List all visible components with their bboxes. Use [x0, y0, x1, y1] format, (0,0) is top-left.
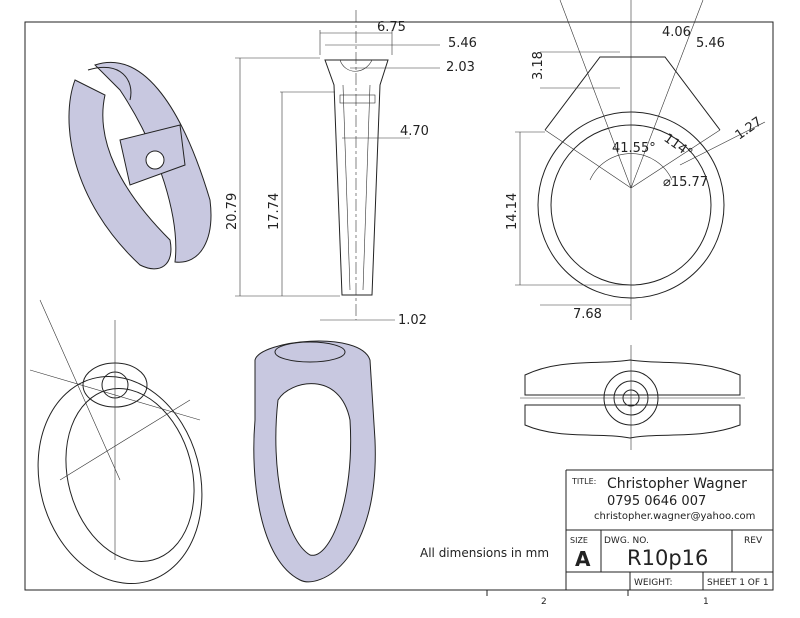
side-view: 6.75 5.46 2.03 4.70 20.79 17.74 1.02	[225, 10, 477, 328]
dim-shank-height: 17.74	[267, 193, 282, 230]
title-email: christopher.wagner@yahoo.com	[594, 511, 755, 522]
dim-setting-depth: 3.18	[531, 51, 546, 80]
dim-outer-width: 5.46	[696, 36, 725, 51]
dim-diameter: ⌀15.77	[663, 175, 708, 190]
dim-angle-inner: 41.55°	[612, 141, 656, 156]
title-label: TITLE:	[571, 477, 596, 486]
zone-label-2: 2	[541, 597, 547, 607]
sheet-border	[24, 21, 774, 591]
front-view: 4.06 5.46 3.18 1.27 41.55° 114° ⌀15.77 1…	[505, 0, 766, 322]
dim-upper-width: 5.46	[448, 36, 477, 51]
dim-setting-height: 2.03	[446, 60, 475, 75]
weight-label: WEIGHT:	[634, 578, 673, 588]
title-phone: 0795 0646 007	[607, 494, 706, 509]
dim-total-height: 20.79	[225, 193, 240, 230]
dim-half-width: 7.68	[573, 307, 602, 322]
top-view	[520, 345, 745, 450]
units-note: All dimensions in mm	[420, 546, 549, 560]
sheet-label: SHEET 1 OF 1	[707, 578, 769, 588]
title-block: TITLE: Christopher Wagner 0795 0646 007 …	[565, 469, 773, 590]
dim-top-width: 6.75	[377, 20, 406, 35]
title-name: Christopher Wagner	[607, 476, 747, 492]
zone-label-1: 1	[703, 597, 709, 607]
dim-height: 14.14	[505, 193, 520, 230]
dwg-no-label: DWG. NO.	[604, 536, 649, 546]
size-label: SIZE	[570, 536, 588, 545]
dim-band-thickness: 1.27	[733, 114, 765, 143]
dim-shank-width: 4.70	[400, 124, 429, 139]
rev-label: REV	[744, 536, 763, 546]
dim-inner-width: 4.06	[662, 25, 691, 40]
isometric-view-wireframe	[29, 299, 203, 585]
isometric-view-shaded-bottom	[253, 340, 376, 583]
isometric-view-shaded-top	[68, 61, 212, 270]
dim-tip-width: 1.02	[398, 313, 427, 328]
dwg-no-value: R10p16	[627, 546, 708, 570]
dim-angle-outer: 114°	[661, 131, 695, 161]
size-value: A	[575, 547, 591, 571]
